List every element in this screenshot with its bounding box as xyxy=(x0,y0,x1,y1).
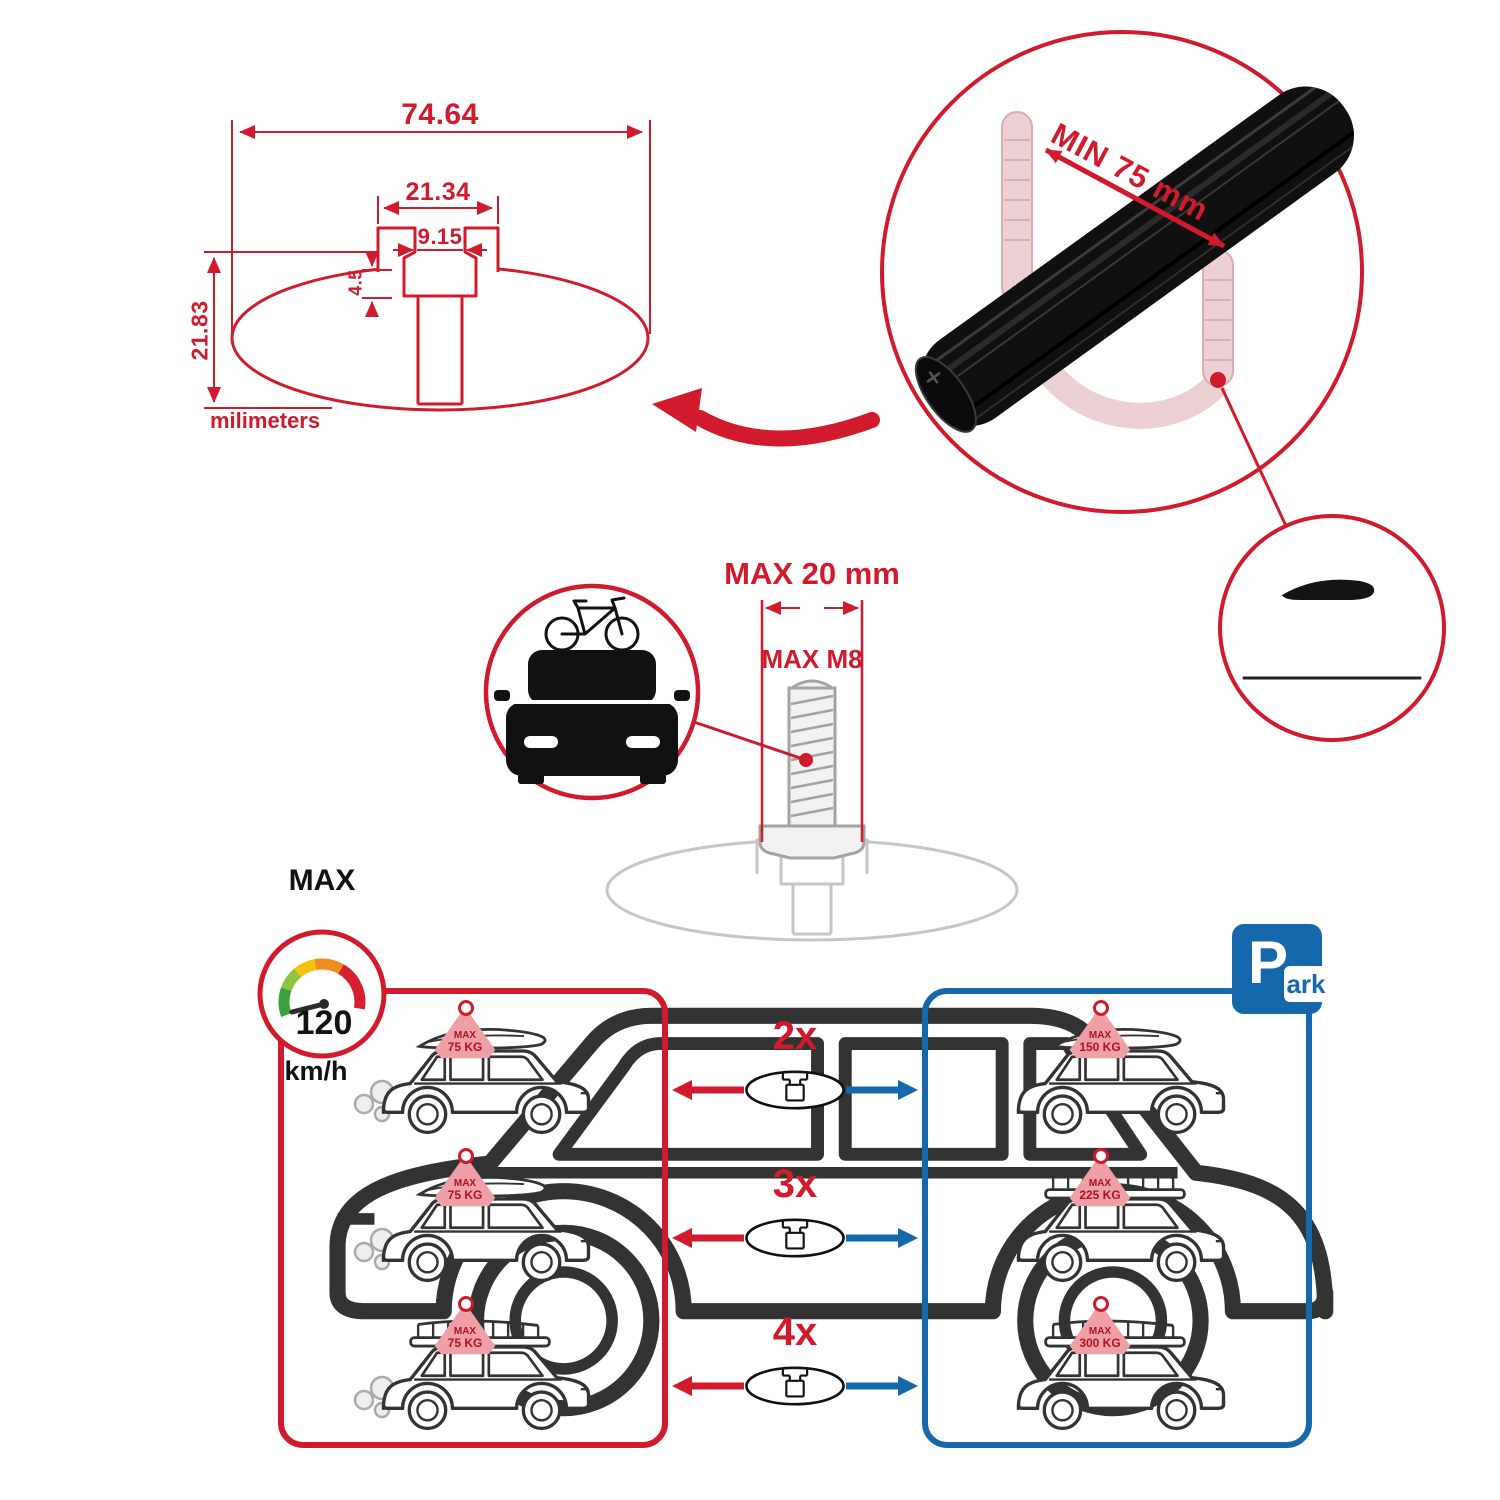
dim-channel-outer-width: 21.34 xyxy=(405,178,471,206)
dim-total-width: 74.64 xyxy=(401,98,479,131)
badge-kg-value: 75 KG xyxy=(447,1336,483,1351)
bike-car-circle xyxy=(483,583,701,801)
dynamic-load-panel xyxy=(278,988,668,1448)
pin-ring-icon xyxy=(458,1296,474,1312)
max-thread-label: MAX M8 xyxy=(761,644,863,674)
profile-dimension-diagram xyxy=(204,120,651,412)
badge-max-label: MAX xyxy=(1088,1177,1112,1189)
static-load-panel xyxy=(922,988,1312,1448)
badge-kg-value: 150 KG xyxy=(1079,1040,1121,1055)
car-front-icon xyxy=(494,650,690,784)
badge-max-label: MAX xyxy=(1088,1325,1112,1337)
badge-max-label: MAX xyxy=(453,1177,477,1189)
bar-count-row xyxy=(672,1070,918,1110)
pin-ring-icon xyxy=(1093,1000,1109,1016)
speed-value: 120 xyxy=(295,1004,353,1042)
bar-count-row xyxy=(672,1366,918,1406)
badge-max-label: MAX xyxy=(1088,1029,1112,1041)
roof-box-filled-icon xyxy=(1282,579,1375,600)
park-sign-suffix: ark xyxy=(1284,966,1328,1002)
max-load-badge: MAX 75 KG xyxy=(432,1000,498,1058)
dim-slot-opening-width: 9.15 xyxy=(417,224,463,249)
max-bolt-width-label: MAX 20 mm xyxy=(724,556,900,591)
bar-count-4x: 4x xyxy=(772,1310,818,1354)
badge-kg-value: 75 KG xyxy=(447,1188,483,1203)
bar-count-3x: 3x xyxy=(772,1162,818,1206)
badge-max-label: MAX xyxy=(453,1325,477,1337)
bar-count-2x: 2x xyxy=(772,1014,818,1058)
max-load-badge: MAX 75 KG xyxy=(432,1296,498,1354)
dim-lip-depth: 4.5 xyxy=(345,269,366,296)
max-load-badge: MAX 225 KG xyxy=(1067,1148,1133,1206)
badge-kg-value: 75 KG xyxy=(447,1040,483,1055)
pointer-arrow-icon xyxy=(652,388,880,447)
park-sign-letter: P xyxy=(1248,929,1289,996)
speed-gauge-icon xyxy=(257,929,387,1059)
pin-ring-icon xyxy=(1093,1148,1109,1164)
detail-dot-icon xyxy=(1210,372,1226,388)
max-load-badge: MAX 300 KG xyxy=(1067,1296,1133,1354)
suv-roofbox-circle xyxy=(338,514,1446,1408)
bar-count-rows xyxy=(672,1070,918,1406)
pin-ring-icon xyxy=(458,1000,474,1016)
bar-count-row xyxy=(672,1218,918,1258)
max-load-badge: MAX 75 KG xyxy=(432,1148,498,1206)
pin-ring-icon xyxy=(458,1148,474,1164)
speed-unit: km/h xyxy=(284,1056,348,1086)
badge-max-label: MAX xyxy=(453,1029,477,1041)
units-label: milimeters xyxy=(210,408,321,433)
badge-kg-value: 225 KG xyxy=(1079,1188,1121,1203)
dim-total-height: 21.83 xyxy=(186,300,213,361)
pin-ring-icon xyxy=(1093,1296,1109,1312)
bolt-diagram xyxy=(605,600,1019,942)
speed-max-label: MAX xyxy=(288,864,356,897)
max-load-badge: MAX 150 KG xyxy=(1067,1000,1133,1058)
t-bolt-icon xyxy=(758,679,866,860)
crossbar-detail-circle xyxy=(880,30,1367,527)
badge-kg-value: 300 KG xyxy=(1079,1336,1121,1351)
